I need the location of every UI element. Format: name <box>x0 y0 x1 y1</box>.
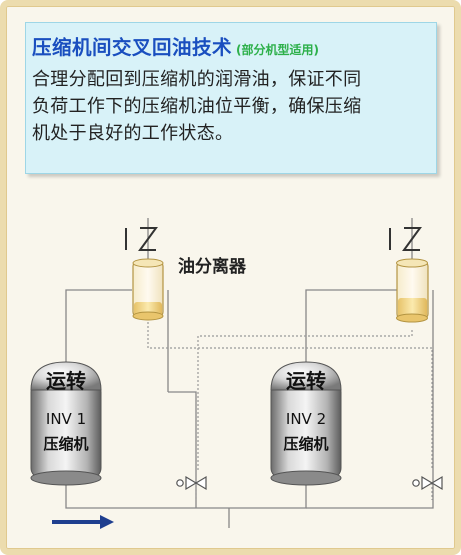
description-line: 机处于良好的工作状态。 <box>32 123 234 144</box>
oil-separator-2 <box>396 258 429 323</box>
strainer-icon <box>125 227 158 251</box>
page-title: 压缩机间交叉回油技术 <box>32 36 233 59</box>
description-line: 负荷工作下的压缩机油位平衡，确保压缩 <box>32 96 362 117</box>
compressor-1: 运转 INV 1 压缩机 <box>30 361 102 486</box>
compressor-status: 运转 <box>286 369 326 393</box>
strainer-icon <box>389 227 422 251</box>
oil-separator-label: 油分离器 <box>178 256 247 277</box>
compressor-2: 运转 INV 2 压缩机 <box>270 361 342 486</box>
valve-icon <box>176 475 207 491</box>
description: 合理分配回到压缩机的润滑油，保证不同 负荷工作下的压缩机油位平衡，确保压缩 机处… <box>32 66 430 147</box>
compressor-type: 压缩机 <box>43 435 88 453</box>
oil-return-lines <box>147 318 433 500</box>
valve-icon <box>412 475 443 491</box>
compressor-type: 压缩机 <box>283 435 328 453</box>
compressor-model: INV 2 <box>286 410 326 428</box>
page-subtitle: (部分机型适用) <box>236 43 319 57</box>
compressor-model: INV 1 <box>46 410 86 428</box>
title-row: 压缩机间交叉回油技术 (部分机型适用) <box>32 31 430 60</box>
compressor-status: 运转 <box>46 369 86 393</box>
flow-arrow-icon <box>52 515 114 529</box>
description-line: 合理分配回到压缩机的润滑油，保证不同 <box>32 69 362 90</box>
main-pipes <box>65 218 434 528</box>
header-panel: 压缩机间交叉回油技术 (部分机型适用) 合理分配回到压缩机的润滑油，保证不同 负… <box>25 22 437 174</box>
oil-separator-1 <box>132 258 164 321</box>
